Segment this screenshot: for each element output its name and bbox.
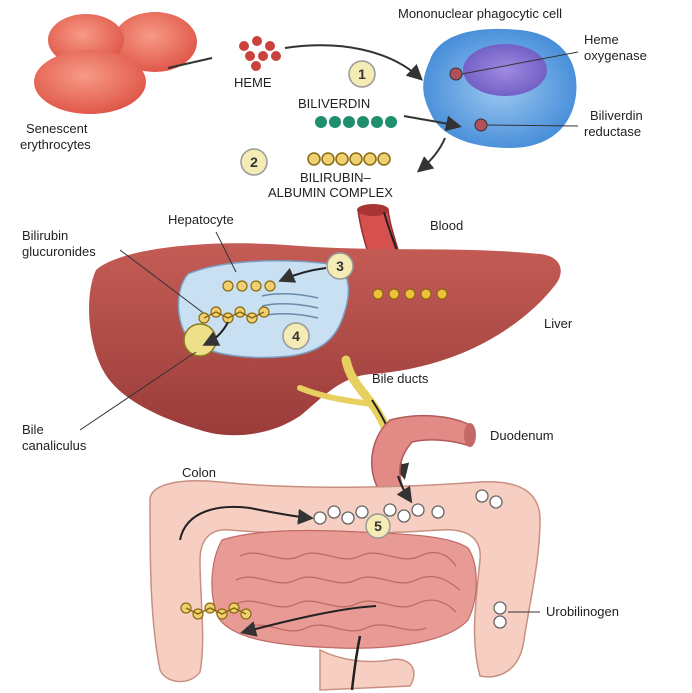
step-2-number: 2 <box>250 154 258 170</box>
bilirubin-molecule <box>308 153 390 165</box>
label-bile-canaliculus-2: canaliculus <box>22 438 87 453</box>
label-mononuclear-cell: Mononuclear phagocytic cell <box>398 6 562 21</box>
label-bilirubin-glucuronides-2: glucuronides <box>22 244 96 259</box>
heme-cluster <box>239 36 281 71</box>
label-bile-canaliculus-1: Bile <box>22 422 44 437</box>
rectum <box>320 650 414 690</box>
label-bilirubin-glucuronides-1: Bilirubin <box>22 228 68 243</box>
label-heme-oxygenase-2: oxygenase <box>584 48 647 63</box>
label-senescent-erythrocytes-1: Senescent <box>26 121 88 136</box>
label-hepatocyte: Hepatocyte <box>168 212 234 227</box>
label-bile-ducts: Bile ducts <box>372 371 429 386</box>
label-senescent-erythrocytes-2: erythrocytes <box>20 137 91 152</box>
arrow-cell-to-bilirubin <box>420 138 445 170</box>
label-bilirubin-albumin-2: ALBUMIN COMPLEX <box>268 185 393 200</box>
duodenum-end <box>464 423 476 447</box>
cell-nucleus <box>463 44 547 96</box>
biliverdin-molecule <box>315 116 397 128</box>
label-liver: Liver <box>544 316 573 331</box>
label-heme: HEME <box>234 75 272 90</box>
biliverdin-reductase-marker <box>475 119 487 131</box>
label-duodenum: Duodenum <box>490 428 554 443</box>
label-colon: Colon <box>182 465 216 480</box>
step-4-number: 4 <box>292 328 300 344</box>
label-biliverdin: BILIVERDIN <box>298 96 370 111</box>
label-bilirubin-albumin-1: BILIRUBIN– <box>300 170 372 185</box>
label-biliverdin-reductase-1: Biliverdin <box>590 108 643 123</box>
label-biliverdin-reductase-2: reductase <box>584 124 641 139</box>
duodenum <box>372 416 470 492</box>
step-5-number: 5 <box>374 518 382 534</box>
label-urobilinogen: Urobilinogen <box>546 604 619 619</box>
step-3-number: 3 <box>336 258 344 274</box>
label-blood: Blood <box>430 218 463 233</box>
heme-oxygenase-marker <box>450 68 462 80</box>
step-1-number: 1 <box>358 66 366 82</box>
label-heme-oxygenase-1: Heme <box>584 32 619 47</box>
senescent-erythrocytes <box>34 12 197 114</box>
